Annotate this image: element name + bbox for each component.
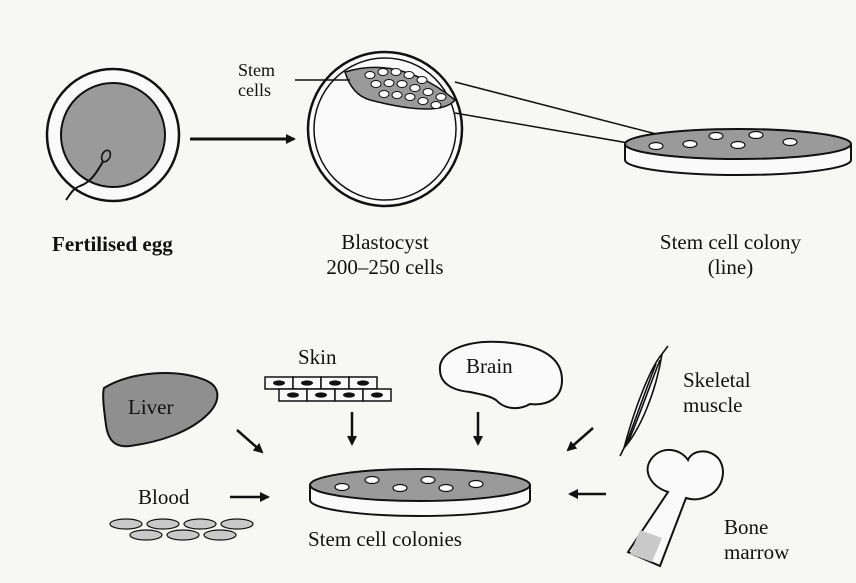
blood-cells [110,519,253,540]
stem-cell-colonies-label: Stem cell colonies [308,527,462,552]
blood-label: Blood [138,485,189,510]
skin-label: Skin [298,345,337,370]
blastocyst-label: Blastocyst 200–250 cells [300,230,470,280]
stem-cell-colonies-dish [310,469,530,516]
fertilised-egg [47,69,179,201]
skeletal-muscle-label: Skeletal muscle [683,368,751,418]
zoom-lines [455,82,660,145]
fertilised-egg-label: Fertilised egg [52,232,173,257]
stem-cell-colony-dish [625,129,851,175]
bone-marrow-label: Bone marrow [724,515,789,565]
brain-label: Brain [466,354,513,379]
skeletal-muscle [620,346,668,456]
blastocyst [295,52,462,206]
liver-label: Liver [128,395,173,420]
skin-cells [265,377,391,401]
stem-cells-label: Stem cells [238,60,275,100]
stem-cell-colony-label: Stem cell colony (line) [628,230,833,280]
bone [628,450,723,566]
